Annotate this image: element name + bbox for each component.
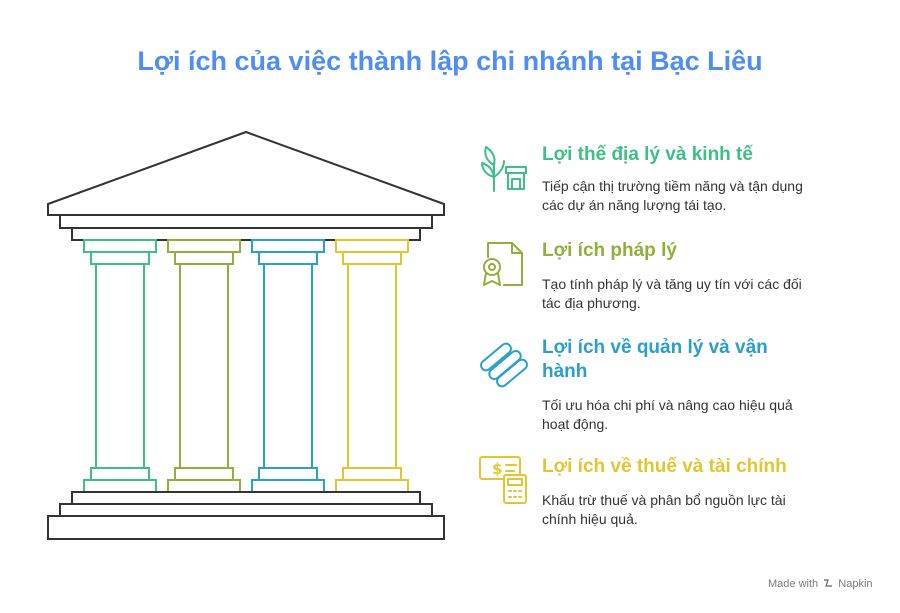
pillar-shaft xyxy=(347,263,397,469)
temple-diagram xyxy=(47,130,445,540)
plant-and-shop-icon xyxy=(481,146,527,192)
temple-roof-step-2 xyxy=(71,227,421,241)
pills-optimization-icon xyxy=(480,342,528,388)
credit-made-with: Made with xyxy=(768,578,819,590)
temple-base-step-2 xyxy=(59,503,433,517)
pillar-capital-top xyxy=(251,239,325,253)
pillar-capital-bottom xyxy=(90,251,150,265)
certificate-document-icon xyxy=(483,242,523,286)
pillar-capital-bottom xyxy=(342,251,402,265)
pillar-3 xyxy=(251,239,325,493)
benefit-heading: Lợi thế địa lý và kinh tế xyxy=(542,144,753,165)
benefit-heading: Lợi ích pháp lý xyxy=(542,240,677,261)
pillar-shaft xyxy=(179,263,229,469)
pillar-capital-top xyxy=(83,239,157,253)
benefit-description: Tối ưu hóa chi phí và nâng cao hiệu quả … xyxy=(542,397,793,432)
page-title: Lợi ích của việc thành lập chi nhánh tại… xyxy=(137,46,763,76)
pillar-base-bottom xyxy=(251,479,325,493)
temple-roof-step-1 xyxy=(59,214,433,229)
pillar-capital-top xyxy=(335,239,409,253)
napkin-credit: Made with Napkin xyxy=(768,578,873,590)
pillar-capital-top xyxy=(167,239,241,253)
pillar-base-top xyxy=(258,467,318,481)
credit-brand: Napkin xyxy=(838,578,873,590)
pillar-shaft xyxy=(95,263,145,469)
benefit-description: Tạo tính pháp lý và tăng uy tín với các … xyxy=(542,276,802,311)
pillar-4 xyxy=(335,239,409,493)
money-calculator-icon: $ xyxy=(479,456,527,504)
benefit-description: Khấu trừ thuế và phân bổ nguồn lực tài c… xyxy=(542,492,786,527)
pillar-base-bottom xyxy=(335,479,409,493)
pillar-base-top xyxy=(342,467,402,481)
pillar-shaft xyxy=(263,263,313,469)
svg-text:$: $ xyxy=(492,460,502,478)
pillar-2 xyxy=(167,239,241,493)
benefit-description: Tiếp cận thị trường tiềm năng và tận dụn… xyxy=(542,178,803,213)
pillar-1 xyxy=(83,239,157,493)
benefit-heading: Lợi ích về quản lý và vận hành xyxy=(542,337,768,382)
pillar-base-bottom xyxy=(167,479,241,493)
pillar-capital-bottom xyxy=(174,251,234,265)
pillar-base-top xyxy=(174,467,234,481)
pillar-capital-bottom xyxy=(258,251,318,265)
napkin-logo-icon xyxy=(824,579,833,587)
pillar-base-bottom xyxy=(83,479,157,493)
pillar-base-top xyxy=(90,467,150,481)
benefit-heading: Lợi ích về thuế và tài chính xyxy=(542,456,787,477)
temple-roof xyxy=(47,130,445,216)
temple-base-step-1 xyxy=(71,491,421,505)
temple-base-step-3 xyxy=(47,515,445,540)
